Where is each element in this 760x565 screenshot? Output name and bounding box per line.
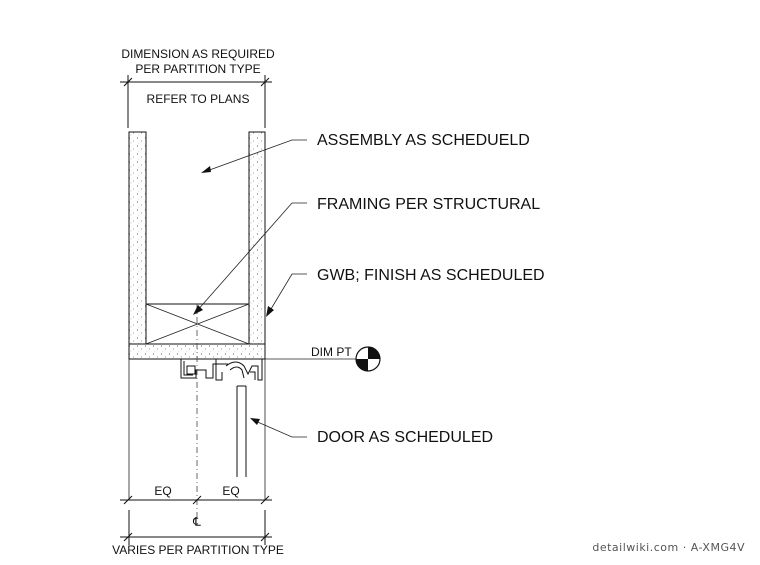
- eq-right-label: EQ: [222, 484, 239, 498]
- assembly-label: ASSEMBLY AS SCHEDUELD: [317, 132, 530, 149]
- centerline-symbol: ℄: [192, 515, 201, 529]
- varies-label: VARIES PER PARTITION TYPE: [112, 543, 284, 557]
- top-dimension: [120, 75, 272, 128]
- dim-point-target-icon: [355, 346, 381, 372]
- leader-assembly: [201, 139, 307, 173]
- leader-gwb: [266, 273, 307, 317]
- gwb-left-layer: [128, 131, 147, 345]
- gwb-right-layer: [248, 131, 266, 345]
- leader-framing: [193, 202, 307, 315]
- eq-left-label: EQ: [154, 484, 171, 498]
- eq-dimension: [120, 495, 272, 505]
- door-label: DOOR AS SCHEDULED: [317, 429, 493, 446]
- dim-pt-label: DIM PT: [311, 345, 352, 359]
- gwb-label: GWB; FINISH AS SCHEDULED: [317, 267, 545, 284]
- dimension-required-label-line2: PER PARTITION TYPE: [135, 62, 260, 76]
- door-frame-profile: [180, 359, 263, 381]
- refer-to-plans-label: REFER TO PLANS: [147, 92, 250, 106]
- door-leaf: [236, 385, 247, 477]
- overall-dimension: [120, 510, 272, 545]
- watermark: detailwiki.com · A-XMG4V: [592, 541, 745, 554]
- framing-block: [145, 303, 250, 345]
- dimension-required-label-line1: DIMENSION AS REQUIRED: [121, 47, 275, 61]
- leader-door: [250, 418, 307, 438]
- framing-label: FRAMING PER STRUCTURAL: [317, 196, 540, 213]
